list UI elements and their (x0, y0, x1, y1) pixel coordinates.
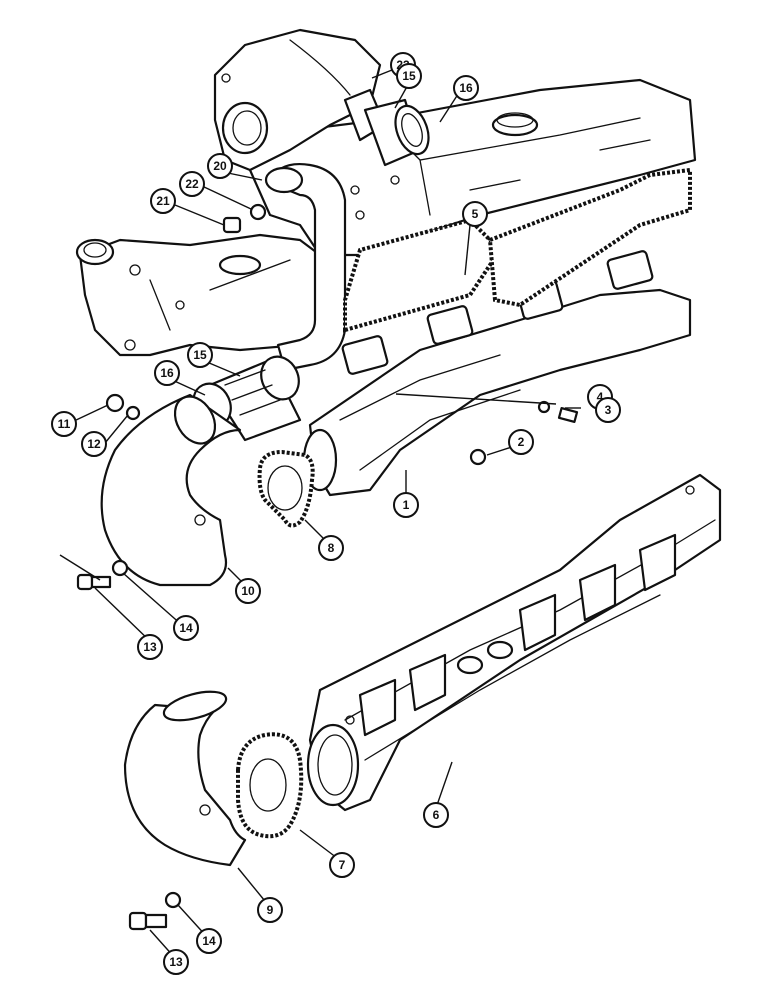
callout-14-upper: 14 (173, 615, 199, 641)
washer-14-upper (111, 559, 129, 577)
callout-13-lower-label: 13 (169, 955, 183, 969)
callout-3-label: 3 (605, 403, 612, 417)
callout-1-label: 1 (403, 498, 410, 512)
bolt-13-upper (76, 573, 112, 591)
callout-15-lower-label: 15 (193, 348, 207, 362)
callout-14-lower-label: 14 (202, 934, 216, 948)
callout-20-label: 20 (213, 159, 227, 173)
lower-hose-connector (192, 355, 302, 442)
callout-15-upper-label: 15 (402, 69, 416, 83)
callout-14-upper-label: 14 (179, 621, 193, 635)
callout-8-label: 8 (328, 541, 335, 555)
callout-13-lower: 13 (163, 949, 189, 975)
gasket-7 (236, 732, 304, 839)
manifold-gaskets (343, 167, 692, 333)
callout-20: 20 (207, 153, 233, 179)
exhaust-manifold-exploded (306, 473, 722, 812)
bolt-3 (557, 406, 579, 424)
turbo-hose-connector (343, 88, 430, 167)
callout-14-lower: 14 (196, 928, 222, 954)
callout-12: 12 (81, 431, 107, 457)
callout-5: 5 (462, 201, 488, 227)
nut-2 (469, 448, 487, 466)
washer-12 (125, 405, 141, 421)
callout-13-upper: 13 (137, 634, 163, 660)
callout-9: 9 (257, 897, 283, 923)
callout-10-label: 10 (241, 584, 255, 598)
callout-22: 22 (179, 171, 205, 197)
callout-16-upper-label: 16 (459, 81, 473, 95)
callout-13-upper-label: 13 (143, 640, 157, 654)
callout-11: 11 (51, 411, 77, 437)
nut-11 (105, 393, 125, 413)
callout-7-label: 7 (339, 858, 346, 872)
callout-11-label: 11 (58, 417, 71, 431)
callout-7: 7 (329, 852, 355, 878)
callout-15-lower: 15 (187, 342, 213, 368)
callout-8: 8 (318, 535, 344, 561)
callout-16-lower-label: 16 (160, 366, 174, 380)
front-housing (75, 233, 342, 357)
callout-2-label: 2 (518, 435, 525, 449)
callout-16-upper: 16 (453, 75, 479, 101)
washer-4 (537, 400, 551, 414)
upper-pipe (264, 163, 347, 372)
callout-2: 2 (508, 429, 534, 455)
callout-3: 3 (595, 397, 621, 423)
callout-21: 21 (150, 188, 176, 214)
callout-9-label: 9 (267, 903, 274, 917)
callout-16-lower: 16 (154, 360, 180, 386)
turbocharger (213, 28, 382, 172)
callout-22-label: 22 (185, 177, 199, 191)
callout-10: 10 (235, 578, 261, 604)
bolt-13-lower (128, 911, 168, 931)
elbow-pipe-9 (123, 690, 247, 867)
callout-4-label: 4 (597, 390, 604, 404)
washer-22 (249, 203, 267, 221)
washer-14-lower (164, 891, 182, 909)
bolt-21 (222, 216, 242, 234)
callout-1: 1 (393, 492, 419, 518)
callout-6-label: 6 (433, 808, 440, 822)
callout-5-label: 5 (472, 207, 479, 221)
gasket-8 (257, 449, 315, 528)
callout-21-label: 21 (156, 194, 170, 208)
callout-12-label: 12 (87, 437, 101, 451)
callout-15-upper: 15 (396, 63, 422, 89)
elbow-pipe-10 (100, 393, 242, 587)
callout-6: 6 (423, 802, 449, 828)
